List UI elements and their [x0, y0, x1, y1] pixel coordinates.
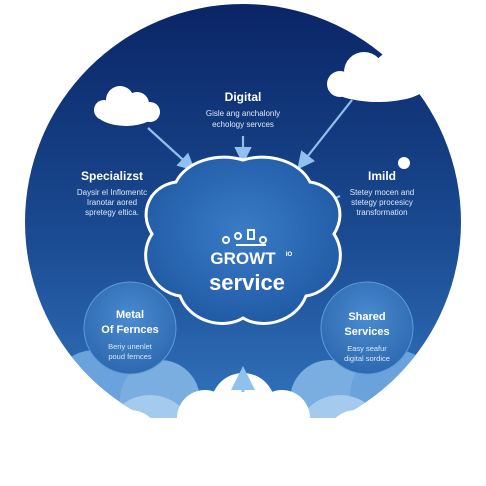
node-imild: Imild Stetey mocen and stetegy procesicy… — [350, 169, 414, 217]
growth-icon — [222, 229, 267, 246]
digital-title: Digital — [225, 90, 262, 104]
center-title-line2: service — [209, 270, 285, 295]
metal-circle — [83, 281, 177, 375]
imild-title: Imild — [368, 169, 396, 183]
connector-top-right — [297, 99, 353, 170]
node-metal: Metal Of Fernces Beriy unenlet poud fern… — [83, 281, 177, 375]
digital-desc-line1: Gisle ang anchalonly — [206, 109, 280, 118]
node-shared: Shared Services Easy seafur digital sord… — [320, 281, 414, 375]
metal-title-line2: Of Fernces — [101, 324, 158, 336]
connector-top-left — [147, 127, 196, 171]
shared-title-line1: Shared — [348, 311, 385, 323]
digital-desc-line2: echology servces — [212, 120, 274, 129]
bottom-white-cloud — [0, 373, 486, 486]
imild-desc-line1: Stetey mocen and — [350, 188, 414, 197]
center-title-suffix: ᴵᴼ — [286, 250, 293, 260]
shared-title-line2: Services — [344, 326, 389, 338]
specialist-desc-line1: Daysir el Inflomentc — [77, 188, 147, 197]
shared-desc-line1: Easy seafur — [347, 344, 387, 353]
accent-dot — [398, 157, 410, 169]
imild-desc-line2: stetegy procesicy — [351, 198, 413, 207]
top-left-cloud-icon — [94, 86, 160, 126]
center-title-line1: GROWT — [210, 249, 276, 268]
shared-desc-line2: digital sordice — [344, 354, 390, 363]
metal-desc-line2: poud fernces — [108, 352, 152, 361]
shared-circle — [320, 281, 414, 375]
metal-desc-line1: Beriy unenlet — [108, 342, 153, 351]
imild-desc-line3: transformation — [356, 208, 407, 217]
specialist-title: Specializst — [81, 169, 143, 183]
center-cloud-shape — [144, 155, 342, 325]
top-right-cloud-icon — [327, 52, 426, 102]
specialist-desc-line2: Iranotar aored — [87, 198, 137, 207]
node-specialist: Specializst Daysir el Inflomentc Iranota… — [77, 169, 147, 217]
specialist-desc-line3: spretegy eltica. — [85, 208, 139, 217]
node-digital: Digital Gisle ang anchalonly echology se… — [206, 90, 280, 129]
metal-title-line1: Metal — [116, 309, 144, 321]
center-node: GROWT ᴵᴼ service — [144, 155, 342, 325]
